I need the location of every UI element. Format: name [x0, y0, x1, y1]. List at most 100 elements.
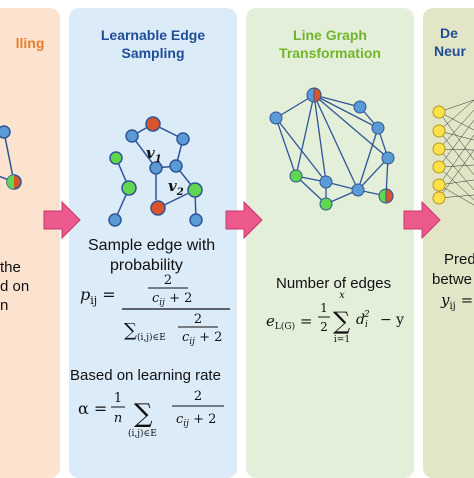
panel3-edge — [295, 175, 327, 205]
panel2-node-v2 — [187, 182, 203, 198]
panel2-node-red — [150, 200, 166, 216]
panel2-node-v1 — [149, 161, 163, 175]
nn-input-node — [432, 105, 446, 119]
panel3-node-blue — [353, 100, 367, 114]
formula-tail: − y — [380, 312, 404, 328]
panel3-edge — [313, 94, 359, 191]
panel3-edge — [275, 117, 327, 183]
panel-neural-network — [423, 8, 474, 478]
formula-half-num: 1 — [320, 301, 328, 315]
formula-e-lhs: eL(G) = — [266, 312, 312, 332]
panel3-node-blue — [269, 111, 283, 125]
panel3-edge — [357, 127, 379, 191]
nn-input-node — [432, 142, 446, 156]
panel1-title: lling — [15, 35, 45, 51]
formula-sum-sign: ∑ — [333, 307, 350, 335]
formula-half-den: 2 — [320, 320, 328, 334]
panel2-probability-text: probability — [110, 257, 183, 274]
formula-alpha-2: 2 — [194, 389, 202, 404]
panel4-title-line1: De — [440, 25, 458, 41]
formula-sum-sign: ∑ — [124, 320, 137, 341]
formula-den-den: cij + 2 — [182, 330, 222, 347]
panel3-node-green — [319, 197, 333, 211]
panel-learnable-edge-sampling — [69, 8, 237, 478]
panel-line-graph-transformation — [246, 8, 414, 478]
panel4-text-line1: Pred — [444, 251, 474, 268]
neural-network — [432, 99, 474, 206]
formula-alpha-one: 1 — [114, 391, 122, 406]
formula-alpha-sum: ∑ — [134, 399, 153, 429]
formula-sum-sub: (i,j)∈E — [137, 332, 166, 343]
node-label-v1: v1 — [146, 144, 162, 165]
panel1-node-half-green — [7, 175, 14, 189]
panel3-edge — [275, 117, 297, 177]
panel3-edge — [313, 94, 389, 159]
panel4-text-line2: betwe — [432, 271, 473, 288]
panel3-title: Line Graph Transformation — [251, 26, 409, 62]
formula-sum-bottom: i=1 — [334, 335, 350, 345]
formula-edges: eL(G) = 1 2 x ∑ i=1 di2 − y — [266, 290, 404, 345]
formula-p-ij: pij = 2 cij + 2 ∑ (i,j)∈E 2 cij + 2 — [80, 273, 230, 347]
panel3-node-blue — [351, 183, 365, 197]
panel3-title-line2: Transformation — [279, 45, 381, 61]
panel3-title-line1: Line Graph — [293, 27, 367, 43]
panel1-node — [0, 125, 11, 139]
panel4-title-line2: Neur — [434, 43, 466, 59]
formula-y-ij: yij = — [440, 291, 473, 312]
nn-input-node — [432, 178, 446, 192]
panel3-nodes — [269, 87, 395, 211]
node-label-v2: v2 — [168, 177, 184, 198]
formula-den-2: 2 — [194, 312, 202, 327]
formula-num-2: 2 — [164, 273, 172, 288]
panel3-edge — [295, 94, 315, 177]
nn-input-node — [432, 124, 446, 138]
formula-p-lhs: pij = — [80, 285, 116, 307]
nn-input-node — [432, 191, 446, 205]
panel2-node-blue — [169, 159, 183, 173]
formula-alpha-n: n — [114, 411, 122, 426]
panel4-title: De Neur — [434, 24, 474, 60]
panel2-title-line2: Sampling — [121, 45, 185, 61]
formula-alpha-lhs: α = — [78, 399, 107, 418]
panel3-node-blue — [319, 175, 333, 189]
panel2-node-blue — [108, 213, 122, 227]
panel1-text-line3: n — [0, 297, 9, 314]
panel1-text-line2: d on — [0, 278, 30, 295]
formula-num-den: cij + 2 — [152, 291, 192, 308]
arrow-right-2 — [225, 200, 263, 240]
panel3-edge — [313, 94, 327, 183]
panel2-node-blue — [176, 132, 190, 146]
panel1-graph — [0, 125, 22, 190]
panel3-node-blue — [381, 151, 395, 165]
panel2-node-red — [145, 116, 161, 132]
panel2-graph — [108, 116, 203, 227]
panel2-learning-rate-text: Based on learning rate — [70, 367, 221, 384]
panel2-sample-text: Sample edge with — [88, 237, 216, 254]
panel3-node-half-red — [313, 87, 322, 103]
panel1-text-line1: the — [0, 259, 21, 276]
panel2-node-blue — [125, 129, 139, 143]
panel1-edge — [3, 131, 15, 183]
formula-alpha-sum-sub: (i,j)∈E — [128, 428, 157, 439]
panel3-edge — [357, 157, 389, 191]
panel-sampling — [0, 8, 60, 478]
formula-alpha: α = 1 n ∑ (i,j)∈E 2 cij + 2 — [78, 389, 224, 439]
arrow-right-1 — [43, 200, 81, 240]
panel2-title: Learnable Edge Sampling — [74, 26, 232, 62]
panel2-node-green — [109, 151, 123, 165]
panel3-node-blue — [371, 121, 385, 135]
panel2-title-line1: Learnable Edge — [100, 27, 206, 43]
panel2-node-green — [121, 180, 137, 196]
panel2-node-blue — [189, 213, 203, 227]
formula-d-term: di2 — [356, 310, 370, 330]
panel3-number-of-edges-text: Number of edges — [276, 275, 392, 292]
panel3-line-graph — [275, 94, 389, 205]
panel3-node-half-red — [385, 188, 394, 204]
formula-alpha-den: cij + 2 — [176, 412, 216, 429]
arrow-right-3 — [403, 200, 441, 240]
formula-sum-top: x — [339, 290, 345, 301]
panel3-edge — [313, 94, 379, 129]
panel3-node-green — [289, 169, 303, 183]
nn-input-node — [432, 160, 446, 174]
